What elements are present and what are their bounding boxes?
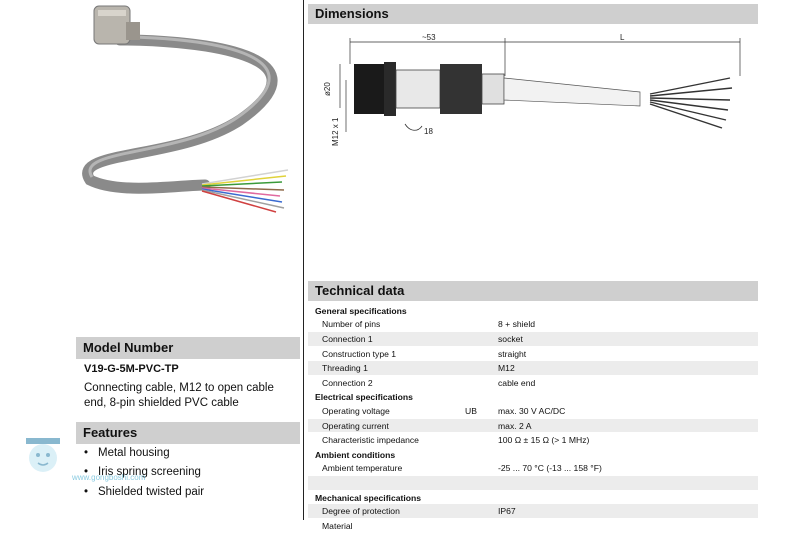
group-mechanical: Mechanical specifications bbox=[308, 490, 758, 505]
len-connector-label: ~53 bbox=[422, 33, 436, 42]
cable-photo bbox=[82, 5, 289, 213]
thread-label: M12 x 1 bbox=[331, 117, 340, 146]
table-row: Ambient temperature-25 ... 70 °C (-13 ..… bbox=[308, 461, 758, 477]
wrench-label: 18 bbox=[424, 127, 433, 136]
watermark-logo bbox=[26, 438, 60, 472]
technical-data-heading: Technical data bbox=[308, 281, 758, 301]
watermark-text: www.gongboshi.com bbox=[72, 473, 146, 482]
table-row: Material bbox=[308, 518, 758, 534]
dimension-drawing: ~53 L ø20 M12 x 1 18 bbox=[323, 33, 741, 146]
table-row bbox=[308, 475, 758, 491]
len-cable-label: L bbox=[620, 33, 625, 42]
feature-item: •Metal housing bbox=[84, 447, 170, 459]
dimensions-heading: Dimensions bbox=[308, 4, 758, 24]
feature-item: •Shielded twisted pair bbox=[84, 486, 205, 498]
column-divider bbox=[303, 0, 304, 520]
model-number: V19-G-5M-PVC-TP bbox=[84, 363, 179, 375]
dia-label: ø20 bbox=[323, 82, 332, 96]
model-number-heading: Model Number bbox=[76, 337, 300, 359]
group-ambient: Ambient conditions bbox=[308, 447, 758, 462]
group-electrical: Electrical specifications bbox=[308, 390, 758, 405]
feature-item: •Iris spring screening bbox=[84, 466, 201, 478]
features-heading: Features bbox=[76, 422, 300, 444]
model-description: Connecting cable, M12 to open cable end,… bbox=[84, 382, 274, 409]
group-general: General specifications bbox=[308, 304, 758, 318]
